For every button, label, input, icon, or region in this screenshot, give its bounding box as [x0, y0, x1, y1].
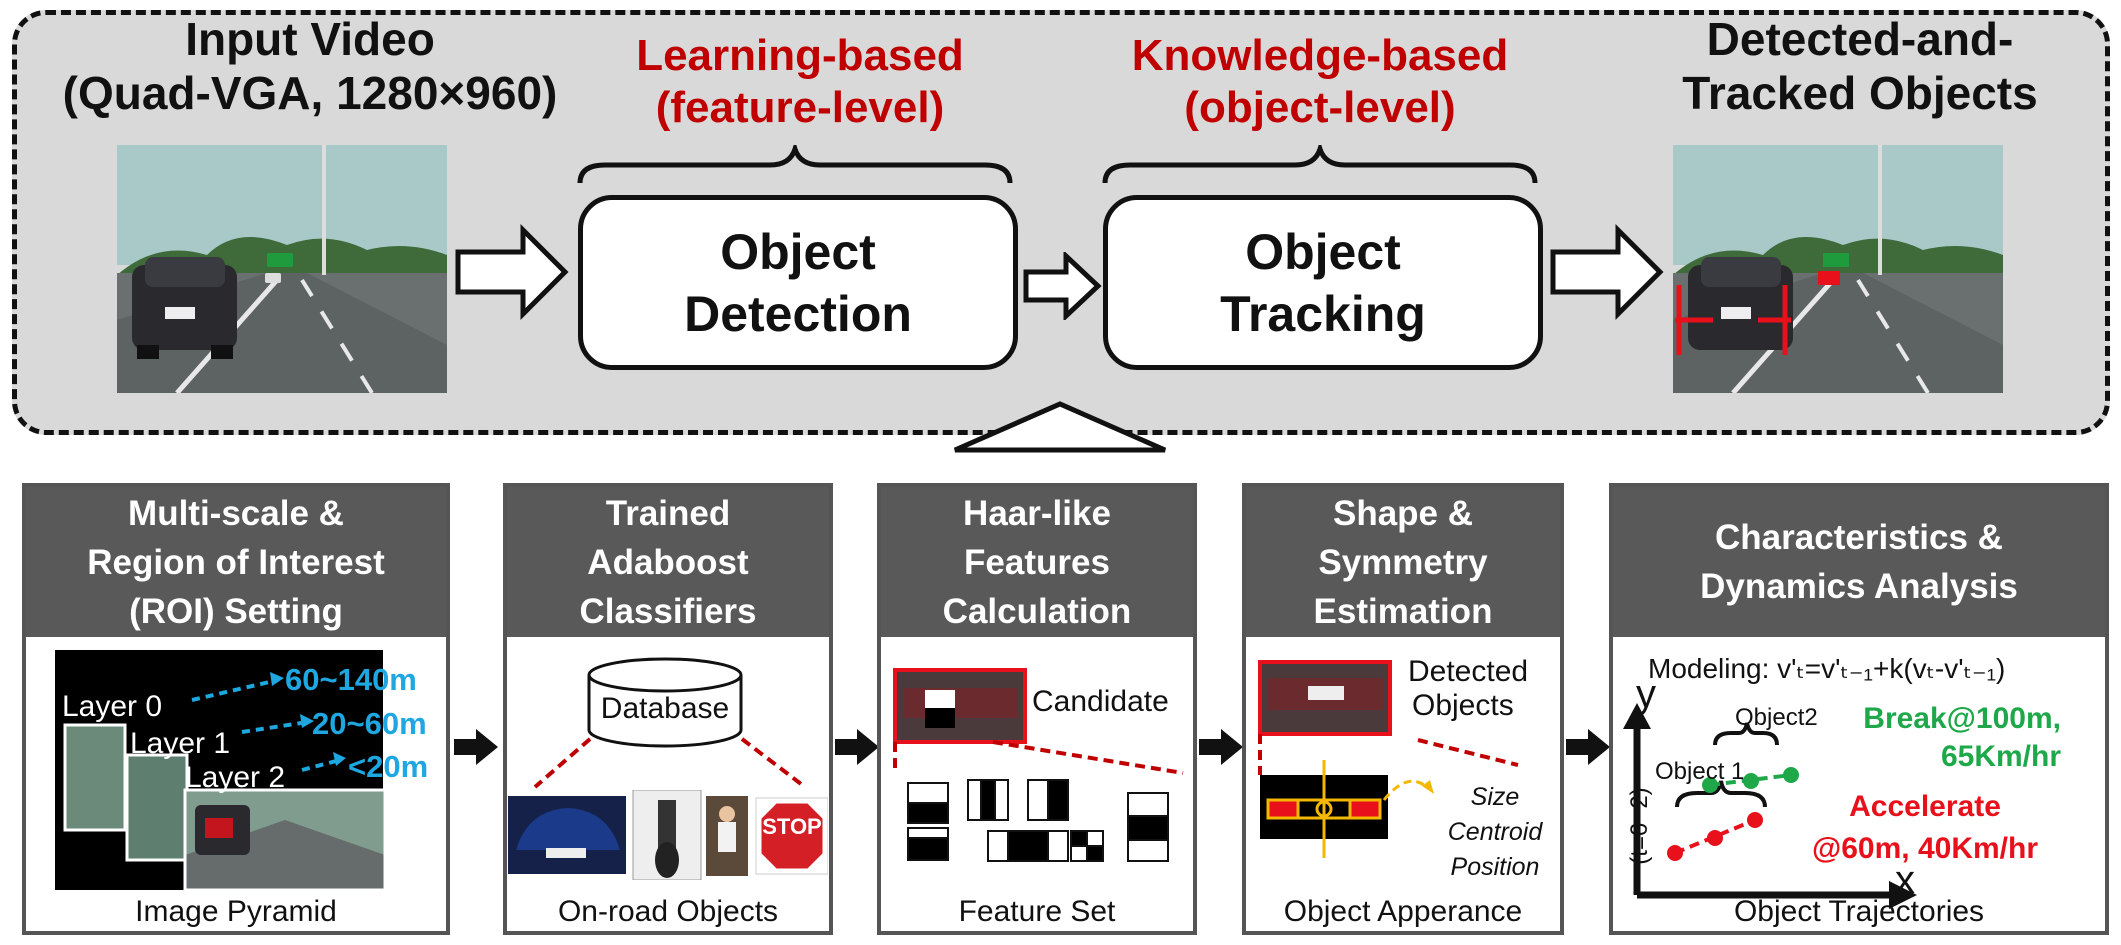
detection-line2: Detection [684, 285, 912, 342]
t-axis-label: (t=0~2) [1626, 787, 1653, 865]
break-annotation: Break@100m, 65Km/hr [1849, 700, 2061, 776]
shape-symmetry-graphic [1258, 660, 1519, 858]
step-caption: On-road Objects [557, 895, 779, 928]
arrow-tracking-to-output [1550, 223, 1664, 321]
x-axis-label: x [1895, 858, 1915, 902]
step-title-line: Symmetry [1318, 542, 1488, 582]
step-title-line: Shape & [1332, 493, 1474, 533]
break-line1: Break@100m, [1863, 702, 2061, 735]
step-title-line: (ROI) Setting [129, 591, 343, 631]
step-caption: Object Trajectories [1733, 895, 1985, 928]
output-video-frame [1673, 145, 2003, 393]
output-title-line1: Detected-and- [1706, 13, 2014, 65]
input-video-frame [117, 145, 447, 393]
range-label-1: 20~60m [312, 706, 427, 741]
step-title-line: Estimation [1313, 591, 1493, 631]
range-label-2: <20m [348, 749, 429, 784]
step-title-line: Haar-like [963, 493, 1111, 533]
knowledge-brace [1102, 145, 1538, 184]
learning-title-line1: Learning-based [636, 31, 964, 80]
knowledge-title-line1: Knowledge-based [1131, 31, 1509, 80]
on-road-object-samples [508, 790, 828, 880]
object-2-label: Object2 [1735, 704, 1818, 731]
knowledge-title-line2: (object-level) [1184, 83, 1456, 132]
y-axis-label: y [1636, 672, 1656, 716]
step-card-dynamics: Characteristics & Dynamics Analysis [1609, 483, 2109, 935]
input-video-title: Input Video (Quad-VGA, 1280×960) [10, 12, 610, 120]
layer-2-label: Layer 2 [185, 761, 286, 794]
detected-line2: Objects [1412, 689, 1514, 722]
tracking-line2: Tracking [1220, 285, 1426, 342]
step-arrow-4 [1566, 729, 1610, 765]
modeling-equation: Modeling: v'ₜ=v'ₜ₋₁+k(vₜ-v'ₜ₋₁) [1648, 653, 2006, 684]
expand-triangle [953, 401, 1167, 453]
step-title-line: Classifiers [579, 591, 757, 631]
step-caption: Image Pyramid [135, 895, 337, 928]
step-title-line: Region of Interest [87, 542, 385, 582]
step-arrow-2 [835, 729, 879, 765]
step-header: Characteristics & Dynamics Analysis [1613, 487, 2105, 637]
learning-brace [577, 145, 1013, 184]
input-title-line1: Input Video [185, 13, 435, 65]
output-title: Detected-and- Tracked Objects [1600, 12, 2120, 120]
database-label: Database [600, 692, 730, 725]
haar-features-graphic [893, 668, 1184, 862]
step-arrow-3 [1199, 729, 1243, 765]
layer-1-label: Layer 1 [130, 727, 231, 760]
step-title-line: Trained [605, 493, 731, 533]
detection-line1: Object [720, 223, 876, 280]
database-links [533, 737, 807, 789]
step-arrow-1 [454, 729, 498, 765]
range-label-0: 60~140m [285, 662, 417, 697]
trajectory-plot [1623, 703, 1917, 909]
range-arrows [191, 672, 346, 772]
learning-based-title: Learning-based (feature-level) [580, 30, 1020, 134]
stop-sign-text: STOP [762, 814, 822, 839]
accelerate-annotation: Accelerate @60m, 40Km/hr [1794, 786, 2056, 870]
knowledge-based-title: Knowledge-based (object-level) [1090, 30, 1550, 134]
step-title-line: Calculation [942, 591, 1132, 631]
centroid-label: Centroid [1447, 818, 1543, 846]
detected-objects-label: Detected Objects [1408, 655, 1528, 723]
layer-0-label: Layer 0 [62, 690, 163, 723]
step-title-line: Characteristics & [1715, 518, 2003, 557]
arrow-input-to-detection [455, 223, 569, 321]
step-title-line: Dynamics Analysis [1700, 567, 2018, 606]
position-label: Position [1450, 853, 1540, 881]
output-title-line2: Tracked Objects [1682, 67, 2038, 119]
step-header: Multi-scale & Region of Interest (ROI) Set… [26, 487, 446, 637]
step-title-line: Multi-scale & [128, 493, 344, 533]
arrow-detection-to-tracking [1023, 252, 1102, 320]
image-pyramid-graphic [55, 650, 387, 890]
step-caption: Object Apperance [1283, 895, 1523, 928]
input-title-line2: (Quad-VGA, 1280×960) [62, 67, 558, 119]
object-1-label: Object 1 [1655, 758, 1745, 785]
candidate-label: Candidate [1032, 685, 1169, 718]
step-title-line: Features [964, 542, 1110, 582]
detected-line1: Detected [1408, 655, 1529, 688]
tracking-line1: Object [1245, 223, 1401, 280]
accel-line2: @60m, 40Km/hr [1811, 832, 2038, 865]
size-label: Size [1470, 783, 1520, 811]
accel-line1: Accelerate [1849, 790, 2001, 823]
step-caption: Feature Set [958, 895, 1116, 928]
learning-title-line2: (feature-level) [655, 83, 945, 132]
step-title-line: Adaboost [587, 542, 749, 582]
break-line2: 65Km/hr [1940, 740, 2061, 773]
database-cylinder [587, 657, 743, 748]
shape-measures: Size Centroid Position [1430, 780, 1560, 885]
